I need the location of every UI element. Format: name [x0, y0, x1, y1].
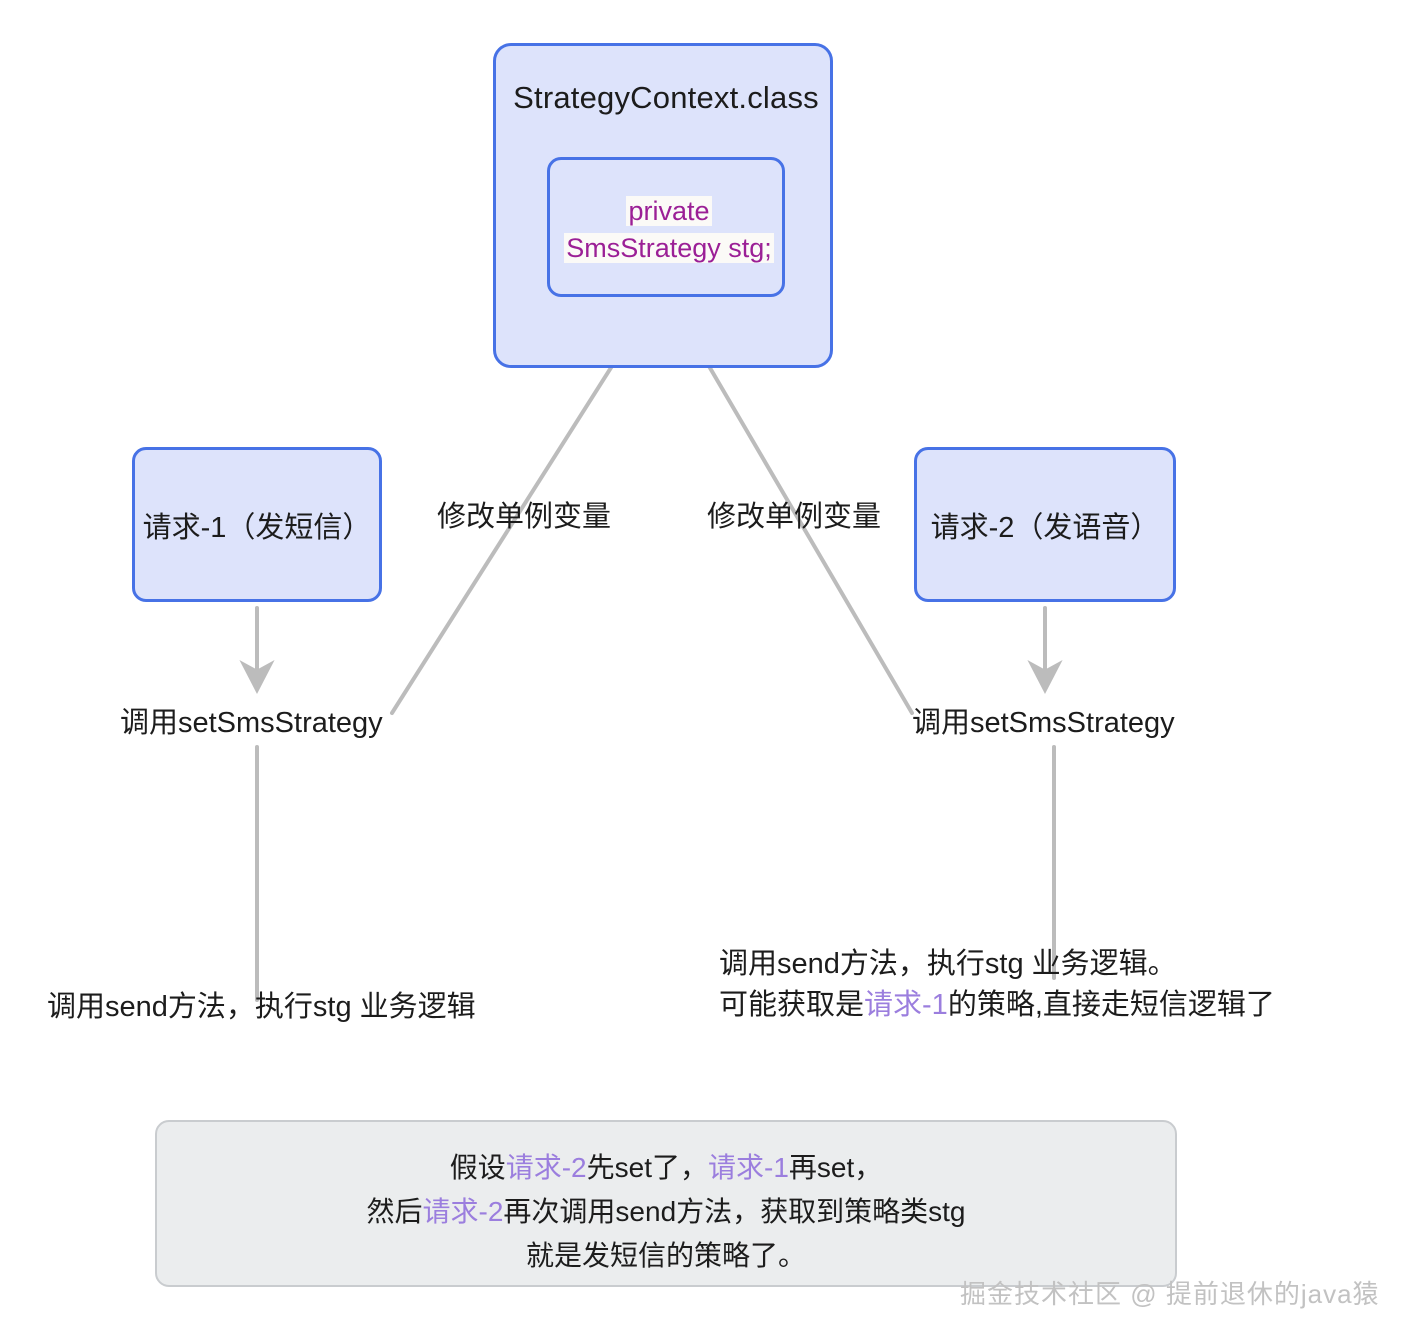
note-line1-c: 再set，: [788, 1152, 883, 1183]
note-line1-a: 假设: [449, 1152, 506, 1183]
note-line1-highlight-1: 请求-2: [505, 1152, 587, 1183]
strategy-context-box: StrategyContext.class private SmsStrateg…: [493, 43, 833, 368]
note-line2-highlight: 请求-2: [422, 1196, 504, 1227]
edge-label-call-setsmsstrategy-left: 调用setSmsStrategy: [120, 707, 383, 739]
edge-label-call-setsmsstrategy-right: 调用setSmsStrategy: [912, 707, 1175, 739]
request-2-box: 请求-2（发语音）: [914, 447, 1176, 602]
note-line1-highlight-2: 请求-1: [708, 1152, 789, 1183]
strategy-context-title: StrategyContext.class: [513, 80, 819, 115]
strategy-field-text: private SmsStrategy stg;: [550, 193, 788, 267]
field-modifier: private: [626, 196, 712, 226]
request-1-label: 请求-1（发短信）: [142, 511, 372, 544]
request-1-box: 请求-1（发短信）: [132, 447, 382, 602]
request-2-label: 请求-2（发语音）: [930, 511, 1160, 544]
edge-label-modify-singleton-right: 修改单例变量: [707, 501, 882, 533]
edge-label-modify-singleton-left: 修改单例变量: [437, 501, 612, 533]
strategy-field-box: private SmsStrategy stg;: [547, 157, 785, 297]
watermark: 掘金技术社区 @ 提前退休的java猿: [960, 1279, 1380, 1309]
outcome-right-text: 调用send方法，执行stg 业务逻辑。 可能获取是请求-1的策略,直接走短信逻…: [719, 944, 1275, 1026]
note-line2-a: 然后: [366, 1196, 423, 1227]
outcome-right-highlight: 请求-1: [864, 989, 948, 1021]
note-text: 假设请求-2先set了，请求-1再set， 然后请求-2再次调用send方法，获…: [157, 1146, 1175, 1278]
outcome-right-line2-prefix: 可能获取是: [719, 989, 865, 1021]
note-line2-b: 再次调用send方法，获取到策略类stg: [503, 1196, 966, 1227]
note-panel: 假设请求-2先set了，请求-1再set， 然后请求-2再次调用send方法，获…: [155, 1120, 1177, 1287]
field-declaration: SmsStrategy stg;: [564, 233, 774, 263]
outcome-right-line2-suffix: 的策略,直接走短信逻辑了: [947, 989, 1275, 1021]
outcome-left-text: 调用send方法，执行stg 业务逻辑: [47, 991, 476, 1023]
note-line1-b: 先set了，: [586, 1152, 708, 1183]
outcome-right-line1: 调用send方法，执行stg 业务逻辑。: [719, 948, 1177, 980]
note-line3: 就是发短信的策略了。: [525, 1240, 806, 1271]
